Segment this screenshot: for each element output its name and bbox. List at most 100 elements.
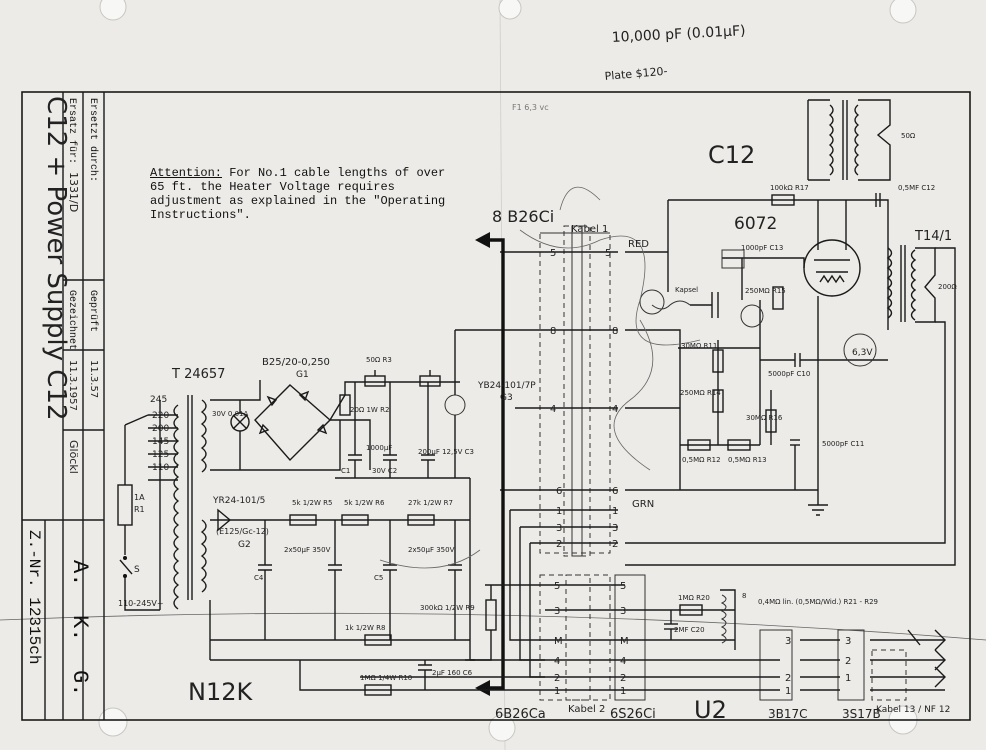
pencil-scribbles [379, 186, 701, 569]
svg-text:1: 1 [556, 506, 562, 517]
switch-position: 8 [742, 592, 746, 600]
rectifier-label: B25/20-0,250 [262, 357, 330, 368]
capsule-label: Kapsel [675, 286, 698, 294]
red-wire-label: RED [628, 239, 649, 250]
drawn-by-signature: Glöckl [67, 440, 80, 474]
svg-text:2: 2 [620, 673, 626, 684]
company-letter-k: K. [67, 615, 92, 641]
power-supply-circuit [117, 330, 545, 696]
svg-text:M: M [620, 636, 629, 647]
r3-label: 50Ω R3 [366, 356, 392, 364]
svg-text:5: 5 [620, 581, 626, 592]
c5-value: 2x50µF 350V [408, 546, 455, 554]
component-values: 100kΩ R17 0,5MF C12 1000pF C13 250MΩ R15… [254, 132, 957, 682]
regulator-tube-label: YR24-101/5 [212, 496, 265, 506]
svg-text:1: 1 [620, 686, 626, 697]
svg-text:2: 2 [556, 539, 562, 550]
r12-label: 0,5MΩ R12 [682, 456, 721, 464]
svg-text:3: 3 [785, 636, 791, 647]
regulator-ref: G2 [238, 540, 251, 550]
svg-text:3: 3 [554, 606, 560, 617]
switch-label: S [134, 565, 140, 575]
company-letter-g: G. [67, 670, 92, 696]
r16-label: 30MΩ R16 [746, 414, 783, 422]
step-switch-label: 0,4MΩ lin. (0,5MΩ/Wid.) R21 - R29 [758, 598, 878, 606]
attention-heading: Attention: [150, 166, 223, 180]
c12-cap-label: 0,5MF C12 [898, 184, 935, 192]
svg-text:3: 3 [620, 606, 626, 617]
c2-value: 1000µF [366, 444, 392, 452]
c3-label: 200µF 12,5V C3 [418, 448, 474, 456]
svg-text:245: 245 [150, 395, 167, 405]
svg-text:8: 8 [612, 326, 618, 337]
svg-text:3: 3 [845, 636, 851, 647]
r14-label: 250MΩ R14 [680, 389, 721, 397]
heater-line [475, 232, 505, 696]
r6-label: 5k 1/2W R6 [344, 499, 385, 507]
r13-label: 0,5MΩ R13 [728, 456, 767, 464]
gezeichnet-label: Gezeichnet [66, 290, 78, 350]
geprueft-label: Geprüft [87, 290, 99, 332]
drawing-number: Z.-Nr. 12315ch [25, 530, 43, 664]
t24657-label: T 24657 [171, 367, 225, 382]
svg-text:4: 4 [612, 404, 618, 415]
svg-text:8: 8 [550, 326, 556, 337]
c12-title: C12 [708, 141, 755, 169]
tube-6072-label: 6072 [734, 214, 777, 234]
svg-text:5: 5 [554, 581, 560, 592]
svg-text:145: 145 [152, 437, 169, 447]
svg-text:6: 6 [612, 486, 618, 497]
r17-label: 100kΩ R17 [770, 184, 809, 192]
u2-title: U2 [694, 696, 727, 724]
c1-label: C1 [341, 467, 350, 475]
rectifier-ref: G1 [296, 370, 309, 380]
plate-handwritten-note: Plate $120- [604, 65, 668, 83]
ersatz-label: Ersatz für: [66, 98, 78, 164]
svg-text:5: 5 [605, 248, 611, 259]
c20-label: 2MF C20 [674, 626, 705, 634]
connector-3b17c: 3B17C [768, 707, 808, 721]
c6-label: 2µF 160 C6 [432, 669, 473, 677]
mains-range-label: 110-245V~ [118, 599, 164, 608]
r5-label: 5k 1/2W R5 [292, 499, 332, 507]
cable-1-label: Kabel 1 [571, 224, 608, 235]
svg-text:4: 4 [554, 656, 560, 667]
connector-3s17b: 3S17B [842, 707, 881, 721]
svg-text:1: 1 [845, 673, 851, 684]
svg-text:3: 3 [612, 523, 618, 534]
transformer-taps: 245 220 200 145 125 110 [150, 395, 169, 473]
vr-tube-ref: G3 [500, 393, 513, 403]
fuse-label: 1A [134, 493, 145, 502]
svg-text:4: 4 [550, 404, 556, 415]
svg-text:5: 5 [550, 248, 556, 259]
cable-2-label: Kabel 2 [568, 704, 605, 715]
svg-text:220: 220 [152, 411, 169, 421]
regulator-sub-label: (E125/Gc-12) [216, 527, 269, 536]
capacitor-handwritten-note: 10,000 pF (0.01µF) [611, 23, 746, 46]
grn-wire-label: GRN [632, 499, 654, 510]
svg-text:110: 110 [152, 463, 169, 473]
c13-label: 1000pF C13 [741, 244, 783, 252]
svg-text:1: 1 [554, 686, 560, 697]
r15-label: 250MΩ R15 [745, 287, 786, 295]
c10-label: 5000pF C10 [768, 370, 810, 378]
r9-label: 300kΩ 1/2W R9 [420, 604, 475, 612]
r200-label: 200Ω [938, 283, 957, 291]
lamp-label: 30V 0,01A [212, 410, 249, 418]
handwritten-title: C12 + Power Supply C12 [41, 96, 71, 421]
svg-text:6: 6 [556, 486, 562, 497]
drawing-frame [21, 91, 971, 721]
svg-text:3: 3 [556, 523, 562, 534]
n12k-title: N12K [188, 678, 253, 706]
svg-text:2: 2 [554, 673, 560, 684]
r20-label: 1MΩ R20 [678, 594, 710, 602]
cable-3-label: Kabel 13 / NF 12 [876, 705, 950, 715]
geprueft-date: 11.3.57 [88, 360, 99, 398]
r8-label: 1k 1/2W R8 [345, 624, 385, 632]
pencil-note: F1 6,3 vc [512, 103, 549, 112]
attention-text: For No.1 cable lengths of over 65 ft. th… [150, 166, 446, 222]
connector-6s26ci: 6S26Ci [610, 707, 656, 722]
punch-holes [98, 0, 918, 742]
